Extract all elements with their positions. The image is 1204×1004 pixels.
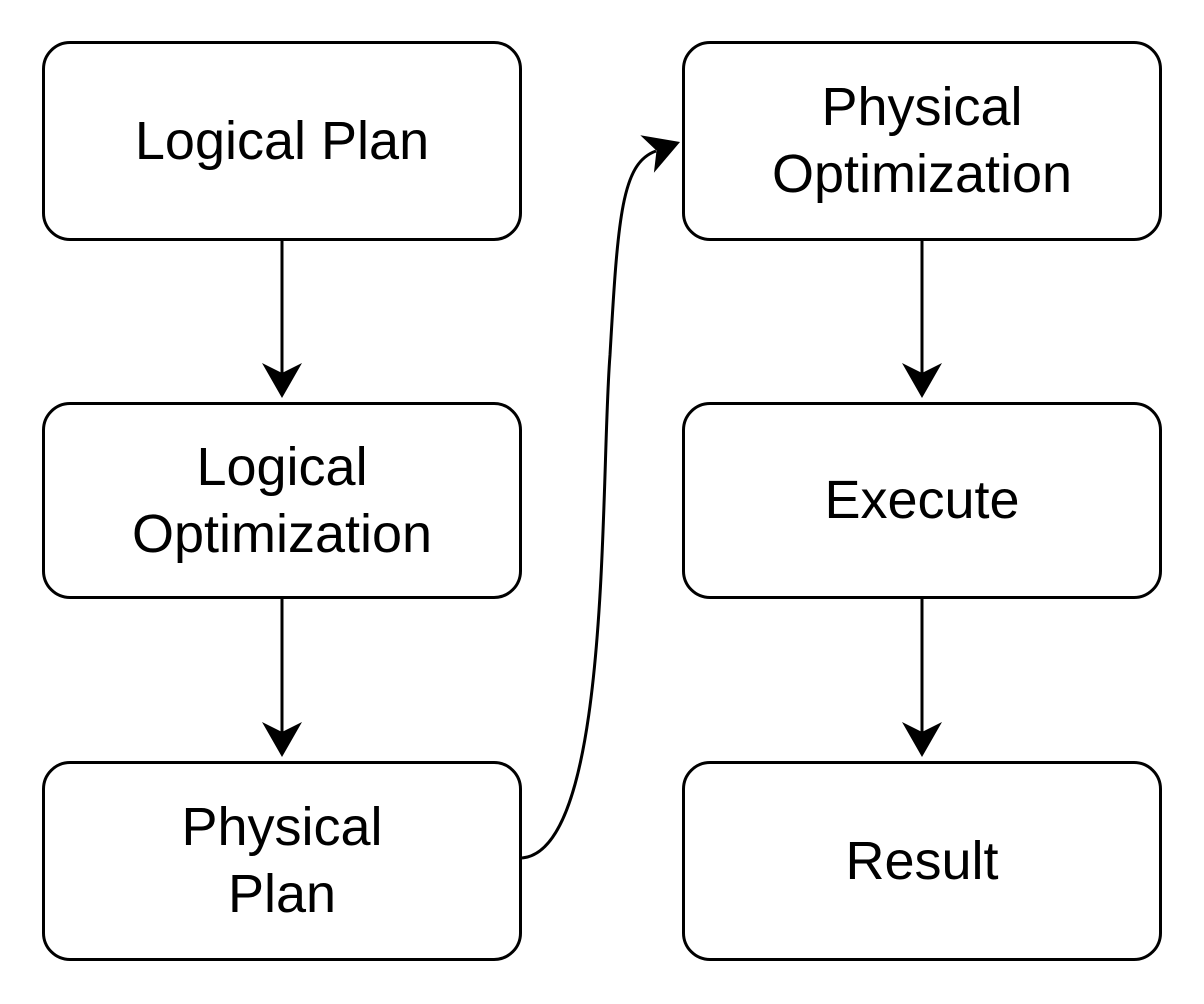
arrow-logical-optimization-to-physical-plan (262, 599, 302, 757)
node-execute: Execute (682, 402, 1162, 599)
node-label-line: Logical Plan (134, 110, 430, 171)
node-label-line: Result (845, 830, 999, 891)
node-label-line: Plan (227, 864, 337, 924)
node-label-line: Logical (196, 436, 368, 497)
node-label-line: Physical (821, 77, 1023, 137)
node-logical-plan: Logical Plan (42, 41, 522, 241)
node-physical-optimization: Physical Optimization (682, 41, 1162, 241)
arrow-physical-optimization-to-execute (902, 241, 942, 398)
node-result: Result (682, 761, 1162, 961)
arrow-physical-plan-to-physical-optimization (521, 135, 680, 860)
node-label-line: Optimization (131, 503, 433, 564)
arrow-logical-plan-to-logical-optimization (262, 241, 302, 398)
node-label-line: Optimization (771, 144, 1073, 204)
arrow-execute-to-result (902, 599, 942, 757)
node-physical-plan: Physical Plan (42, 761, 522, 961)
node-label-line: Physical (181, 797, 383, 857)
node-label-line: Execute (824, 470, 1020, 530)
node-logical-optimization: Logical Optimization (42, 402, 522, 599)
